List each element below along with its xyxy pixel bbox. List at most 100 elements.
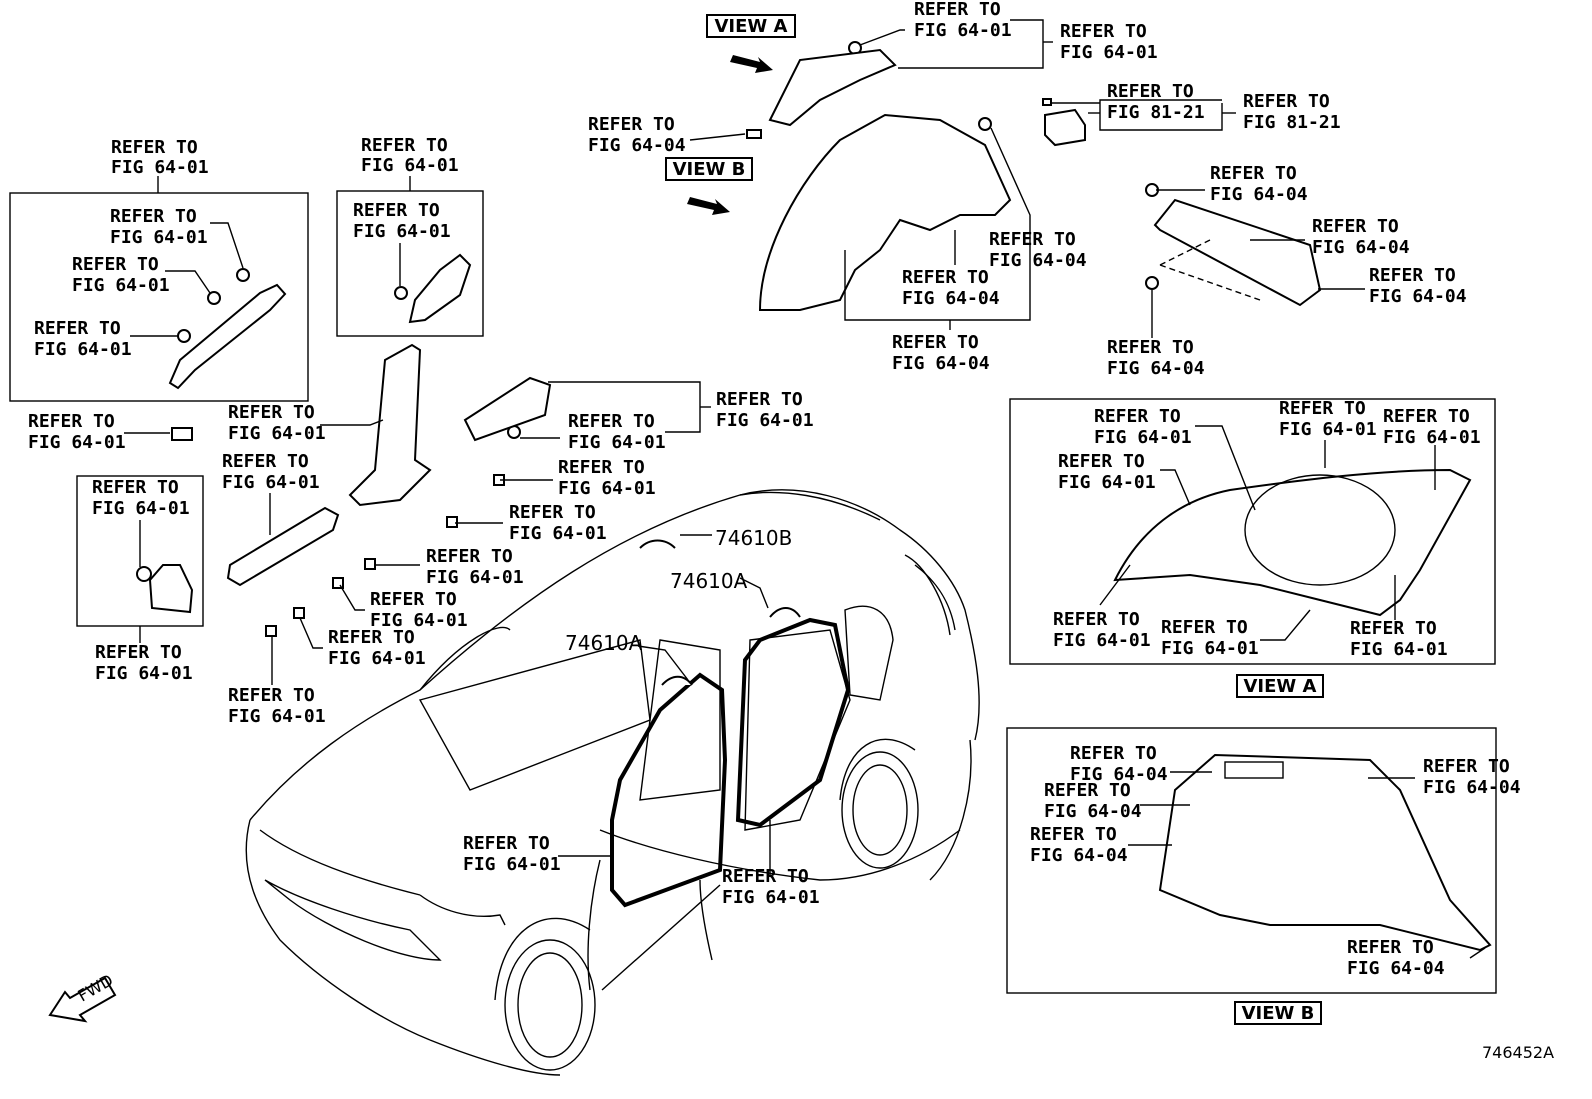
ref-label-line2: FIG 64-04 bbox=[1070, 764, 1168, 785]
ref-label-line2: FIG 64-01 bbox=[95, 663, 193, 684]
view-a-frame bbox=[1009, 398, 1496, 665]
ref-label-line1: REFER TO bbox=[509, 502, 596, 523]
ref-label-line1: REFER TO bbox=[1350, 618, 1437, 639]
ref-label-line2: FIG 64-01 bbox=[72, 275, 170, 296]
b-pillar-upper-garnish bbox=[408, 253, 472, 324]
ref-label-line1: REFER TO bbox=[914, 0, 1001, 20]
ref-label-line2: FIG 64-01 bbox=[353, 221, 451, 242]
view-b-arrow-icon bbox=[687, 197, 730, 215]
ref-label-line1: REFER TO bbox=[716, 389, 803, 410]
view-b-speaker-grille bbox=[1224, 761, 1284, 779]
ref-label-line1: REFER TO bbox=[1058, 451, 1145, 472]
ref-label-line2: FIG 64-01 bbox=[1058, 472, 1156, 493]
ref-label-line1: REFER TO bbox=[558, 457, 645, 478]
ref-label-line1: REFER TO bbox=[1060, 21, 1147, 42]
ref-label-line1: REFER TO bbox=[228, 402, 315, 423]
ref-label-line2: FIG 64-01 bbox=[92, 498, 190, 519]
view-a-wheelhouse bbox=[1244, 474, 1396, 586]
bracket-part bbox=[148, 564, 194, 614]
ref-label-line1: REFER TO bbox=[1383, 406, 1470, 427]
rear-scuff-plate bbox=[463, 376, 552, 442]
view-b-frame bbox=[1006, 727, 1497, 994]
assist-grip-74610a-rear bbox=[769, 607, 801, 618]
ref-label-line2: FIG 64-01 bbox=[463, 854, 561, 875]
ref-label-line1: REFER TO bbox=[1210, 163, 1297, 184]
ref-label-line2: FIG 64-04 bbox=[1369, 286, 1467, 307]
front-scuff-plate bbox=[226, 506, 340, 587]
ref-label-line1: REFER TO bbox=[1279, 398, 1366, 419]
ref-label-line2: FIG 64-01 bbox=[568, 432, 666, 453]
a-pillar-garnish bbox=[168, 283, 287, 390]
ref-label-line1: REFER TO bbox=[463, 833, 550, 854]
ref-label-line1: REFER TO bbox=[1423, 756, 1510, 777]
ref-label-line2: FIG 64-01 bbox=[361, 155, 459, 176]
ref-label-line2: FIG 64-01 bbox=[222, 472, 320, 493]
fwd-arrow-icon bbox=[48, 976, 117, 1023]
ref-label-line2: FIG 64-01 bbox=[328, 648, 426, 669]
ref-label-line2: FIG 64-01 bbox=[111, 157, 209, 178]
ref-label-line2: FIG 64-01 bbox=[1053, 630, 1151, 651]
ref-label-line1: REFER TO bbox=[1030, 824, 1117, 845]
ref-label-line1: REFER TO bbox=[1044, 780, 1131, 801]
ref-label-line2: FIG 81-21 bbox=[1107, 102, 1205, 123]
ref-label-line1: REFER TO bbox=[1369, 265, 1456, 286]
part-number-74610a: 74610A bbox=[565, 631, 643, 655]
ref-label-line2: FIG 81-21 bbox=[1243, 112, 1341, 133]
ref-label-line2: FIG 64-01 bbox=[228, 423, 326, 444]
view-b-tag-top: VIEW B bbox=[665, 157, 753, 181]
ref-label-line2: FIG 64-04 bbox=[902, 288, 1000, 309]
ref-label-line2: FIG 64-01 bbox=[1161, 638, 1259, 659]
assist-grip-74610a-front bbox=[661, 675, 693, 686]
b-pillar-lower-garnish bbox=[348, 343, 432, 507]
ref-label-line1: REFER TO bbox=[1053, 609, 1140, 630]
ref-label-line2: FIG 64-01 bbox=[1094, 427, 1192, 448]
dashed-assembly-line bbox=[1159, 239, 1261, 301]
ref-label-line1: REFER TO bbox=[1094, 406, 1181, 427]
view-b-trim-detail bbox=[1158, 753, 1492, 952]
view-a-part bbox=[768, 48, 897, 127]
quarter-trim-panel bbox=[758, 113, 1012, 311]
ref-label-line2: FIG 64-01 bbox=[509, 523, 607, 544]
ref-label-line2: FIG 64-01 bbox=[28, 432, 126, 453]
ref-label-line1: REFER TO bbox=[588, 114, 675, 135]
ref-label-line2: FIG 64-01 bbox=[370, 610, 468, 631]
ref-label-line2: FIG 64-01 bbox=[1279, 419, 1377, 440]
ref-label-line1: REFER TO bbox=[1107, 81, 1194, 102]
view-a-tag-top: VIEW A bbox=[706, 14, 796, 38]
part-number-74610a: 74610A bbox=[670, 569, 748, 593]
frame-a-pillar bbox=[9, 192, 309, 402]
ref-label-line1: REFER TO bbox=[92, 477, 179, 498]
ref-label-line1: REFER TO bbox=[328, 627, 415, 648]
ref-label-line1: REFER TO bbox=[95, 642, 182, 663]
ref-label-line2: FIG 64-04 bbox=[588, 135, 686, 156]
ref-label-line2: FIG 64-01 bbox=[722, 887, 820, 908]
ref-label-line2: FIG 64-01 bbox=[1350, 639, 1448, 660]
ref-label-line1: REFER TO bbox=[989, 229, 1076, 250]
refer-labels: REFER TO FIG 64-01 REFER TO FIG 64-01 RE… bbox=[28, 0, 1521, 979]
ref-label-line1: REFER TO bbox=[1312, 216, 1399, 237]
ref-label-line1: REFER TO bbox=[353, 200, 440, 221]
ref-label-line2: FIG 64-01 bbox=[558, 478, 656, 499]
light-unit bbox=[1044, 108, 1086, 147]
ref-label-line1: REFER TO bbox=[361, 135, 448, 156]
ref-label-line2: FIG 64-04 bbox=[1044, 801, 1142, 822]
vehicle-outline bbox=[245, 489, 980, 1076]
back-panel-trim bbox=[1153, 198, 1322, 307]
ref-label-line1: REFER TO bbox=[1347, 937, 1434, 958]
ref-label-line2: FIG 64-01 bbox=[1060, 42, 1158, 63]
ref-label-line2: FIG 64-01 bbox=[914, 20, 1012, 41]
ref-label-line2: FIG 64-04 bbox=[1347, 958, 1445, 979]
ref-label-line2: FIG 64-04 bbox=[892, 353, 990, 374]
view-a-trim-detail bbox=[1113, 468, 1472, 617]
view-a-caption-label: VIEW A bbox=[1244, 676, 1317, 697]
view-a-arrow-icon bbox=[730, 55, 773, 73]
view-b-tag-label: VIEW B bbox=[673, 159, 746, 180]
diagram-code: 746452A bbox=[1482, 1043, 1554, 1062]
ref-label-line2: FIG 64-04 bbox=[1423, 777, 1521, 798]
door-weatherstrips bbox=[610, 617, 851, 908]
ref-label-line1: REFER TO bbox=[370, 589, 457, 610]
ref-label-line1: REFER TO bbox=[1161, 617, 1248, 638]
view-b-caption-label: VIEW B bbox=[1242, 1003, 1315, 1024]
